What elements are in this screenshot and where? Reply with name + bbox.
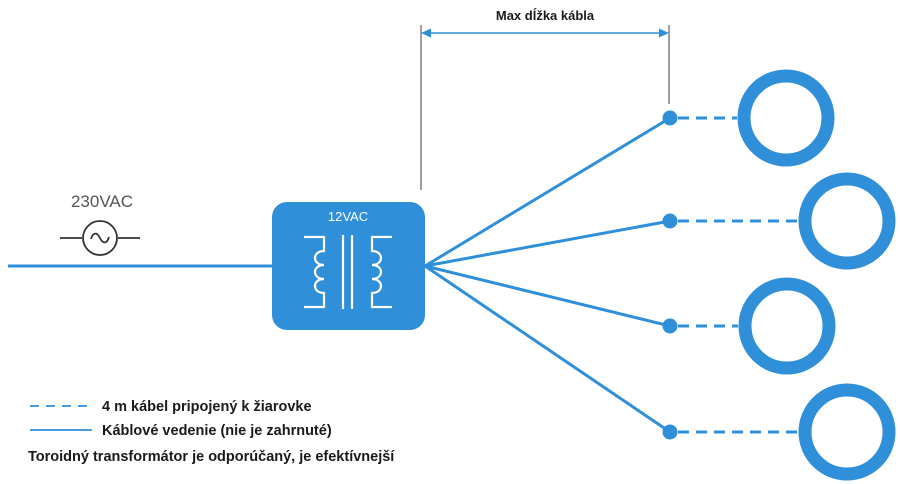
connection-node [662,213,678,229]
lamps [737,69,896,481]
supply-voltage-label: 230VAC [71,192,133,211]
legend-dashed-label: 4 m kábel pripojený k žiarovke [102,399,312,415]
cable-line [423,219,672,268]
lamp-ring-icon [798,172,896,270]
cable-line [423,116,672,268]
cable-line [423,264,672,328]
lamp-ring-icon [798,383,896,481]
max-cable-length-dimension: Max dĺžka kábla [420,8,670,190]
transformer-recommendation-note: Toroidný transformátor je odporúčaný, je… [28,449,395,465]
ac-source-icon [60,220,140,256]
dimension-arrow-left [421,28,431,38]
mains-supply: 230VAC [8,192,274,268]
legend: 4 m kábel pripojený k žiarovke Káblové v… [28,399,395,465]
cable-fanout [423,116,672,434]
transformer-voltage-label: 12VAC [328,209,368,224]
transformer-symbol-icon [304,235,392,309]
lamp-ring-icon [738,277,836,375]
lamp-ring-icon [737,69,835,167]
connection-node [662,318,678,334]
legend-solid-label: Káblové vedenie (nie je zahrnuté) [102,423,332,439]
transformer: 12VAC [272,202,425,330]
dimension-arrow-right [659,28,669,38]
lamp-leads [678,116,800,434]
connection-nodes [662,110,678,440]
connection-node [662,110,678,126]
connection-node [662,424,678,440]
cable-line [423,264,672,434]
max-cable-length-label: Max dĺžka kábla [496,8,595,23]
transformer-box [272,202,425,330]
